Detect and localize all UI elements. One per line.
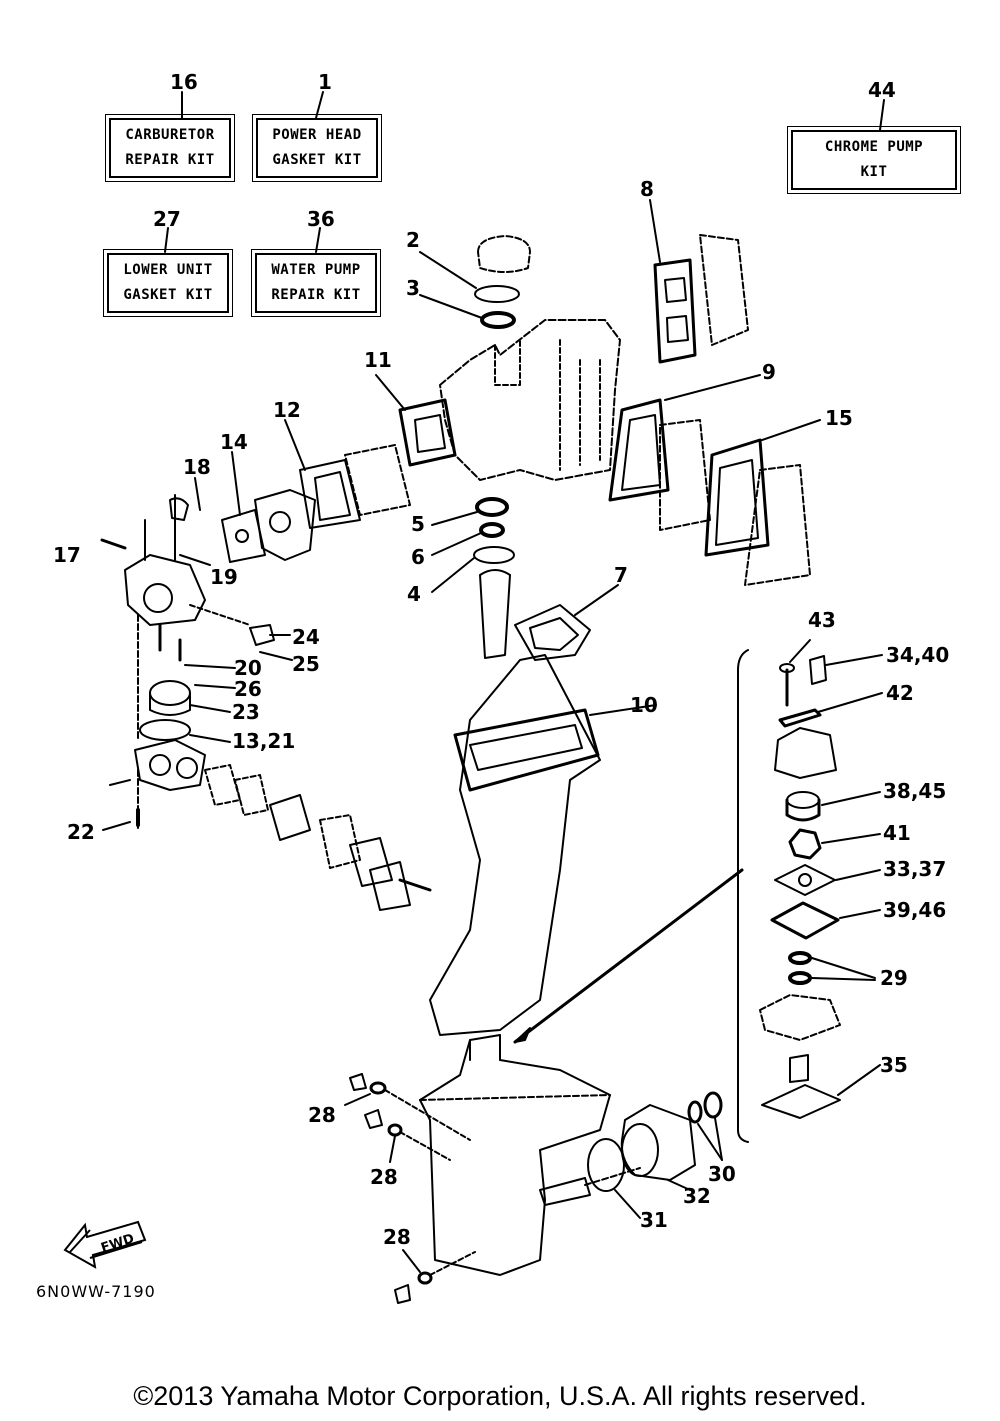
top-cover-part bbox=[477, 235, 531, 273]
kit-line-1: LOWER UNIT bbox=[123, 262, 213, 278]
callout: 14 bbox=[220, 430, 248, 454]
callout: 13,21 bbox=[232, 729, 296, 753]
callout: 12 bbox=[273, 398, 301, 422]
callout: 43 bbox=[808, 608, 836, 632]
lower-unit-housing bbox=[419, 1034, 611, 1276]
gasket-15 bbox=[704, 438, 770, 557]
o-ring-4 bbox=[473, 546, 515, 564]
pump-housing bbox=[774, 727, 837, 779]
callout: 28 bbox=[383, 1225, 411, 1249]
gasket-7 bbox=[514, 604, 591, 661]
kit-ref-36: 36 bbox=[307, 207, 335, 231]
callout: 38,45 bbox=[883, 779, 947, 803]
copyright-notice: ©2013 Yamaha Motor Corporation, U.S.A. A… bbox=[133, 1381, 867, 1411]
diagram-code: 6N0WW-7190 bbox=[36, 1282, 156, 1301]
callout: 41 bbox=[883, 821, 911, 845]
kit-line-2: GASKET KIT bbox=[123, 287, 213, 303]
kit-line-2: REPAIR KIT bbox=[125, 152, 215, 168]
gasket-8 bbox=[653, 258, 697, 364]
callout: 31 bbox=[640, 1208, 668, 1232]
kit-line-1: CARBURETOR bbox=[125, 127, 215, 143]
chrome-pump-kit-box: CHROME PUMP KIT bbox=[787, 126, 961, 194]
power-head-gasket-kit-box: POWER HEAD GASKET KIT bbox=[252, 114, 382, 182]
callout: 20 bbox=[234, 656, 262, 680]
callout: 6 bbox=[411, 545, 425, 569]
plate-39-46 bbox=[770, 901, 840, 940]
callout: 18 bbox=[183, 455, 211, 479]
kit-line-2: GASKET KIT bbox=[272, 152, 362, 168]
callout: 15 bbox=[825, 406, 853, 430]
callout: 35 bbox=[880, 1053, 908, 1077]
callout: 26 bbox=[234, 677, 262, 701]
callout: 5 bbox=[411, 512, 425, 536]
callout: 17 bbox=[53, 543, 81, 567]
lower-unit-gasket-kit-box: LOWER UNIT GASKET KIT bbox=[103, 249, 233, 317]
seal-6 bbox=[479, 522, 505, 538]
gasket-11 bbox=[398, 398, 457, 467]
carburetor-float-bowl bbox=[124, 554, 206, 626]
callout: 4 bbox=[407, 582, 421, 606]
callout: 32 bbox=[683, 1184, 711, 1208]
o-ring-13-21 bbox=[139, 719, 191, 741]
callout: 2 bbox=[406, 228, 420, 252]
callout: 3 bbox=[406, 276, 420, 300]
kit-ref-16: 16 bbox=[170, 70, 198, 94]
callout: 42 bbox=[886, 681, 914, 705]
callout: 33,37 bbox=[883, 857, 947, 881]
plate-14 bbox=[221, 509, 266, 563]
callout: 34,40 bbox=[886, 643, 950, 667]
callout: 8 bbox=[640, 177, 654, 201]
o-ring-2 bbox=[474, 285, 520, 303]
carburetor-repair-kit-box: CARBURETOR REPAIR KIT bbox=[105, 114, 235, 182]
fwd-arrow-icon: FWD bbox=[63, 1220, 147, 1269]
kit-line-2: KIT bbox=[860, 164, 888, 180]
callout: 39,46 bbox=[883, 898, 947, 922]
kit-ref-1: 1 bbox=[318, 70, 332, 94]
oil-seal-3 bbox=[480, 311, 516, 329]
drive-shaft-housing bbox=[429, 654, 601, 1036]
carburetor-body bbox=[254, 489, 316, 561]
forward-arrow: FWD bbox=[60, 1210, 150, 1274]
callout: 28 bbox=[370, 1165, 398, 1189]
callout: 9 bbox=[762, 360, 776, 384]
callout: 29 bbox=[880, 966, 908, 990]
callout: 28 bbox=[308, 1103, 336, 1127]
pump-cup-38-45 bbox=[786, 791, 820, 809]
intake-manifold bbox=[134, 739, 206, 791]
gasket-9 bbox=[608, 398, 670, 502]
intake-part-23 bbox=[149, 680, 191, 706]
callout: 7 bbox=[614, 563, 628, 587]
callout: 10 bbox=[630, 693, 658, 717]
kit-ref-27: 27 bbox=[153, 207, 181, 231]
water-pump-repair-kit-box: WATER PUMP REPAIR KIT bbox=[251, 249, 381, 317]
gasket-33-37 bbox=[774, 864, 836, 896]
kit-line-1: CHROME PUMP bbox=[824, 139, 924, 155]
callout: 19 bbox=[210, 565, 238, 589]
o-ring-31 bbox=[587, 1138, 625, 1192]
callout: 23 bbox=[232, 700, 260, 724]
seal-5 bbox=[475, 497, 509, 517]
plate-35 bbox=[761, 1084, 841, 1119]
gasket-12 bbox=[299, 459, 361, 529]
callout: 22 bbox=[67, 820, 95, 844]
propeller-shaft-housing-32 bbox=[620, 1104, 696, 1181]
shaft-sleeve bbox=[479, 569, 511, 659]
callout: 11 bbox=[364, 348, 392, 372]
kit-line-2: REPAIR KIT bbox=[271, 287, 361, 303]
callout: 25 bbox=[292, 652, 320, 676]
kit-line-1: POWER HEAD bbox=[272, 127, 362, 143]
callout: 30 bbox=[708, 1162, 736, 1186]
impeller-41 bbox=[788, 828, 822, 860]
callout: 24 bbox=[292, 625, 320, 649]
power-head-block bbox=[439, 319, 621, 481]
kit-ref-44: 44 bbox=[868, 78, 896, 102]
kit-line-1: WATER PUMP bbox=[271, 262, 361, 278]
